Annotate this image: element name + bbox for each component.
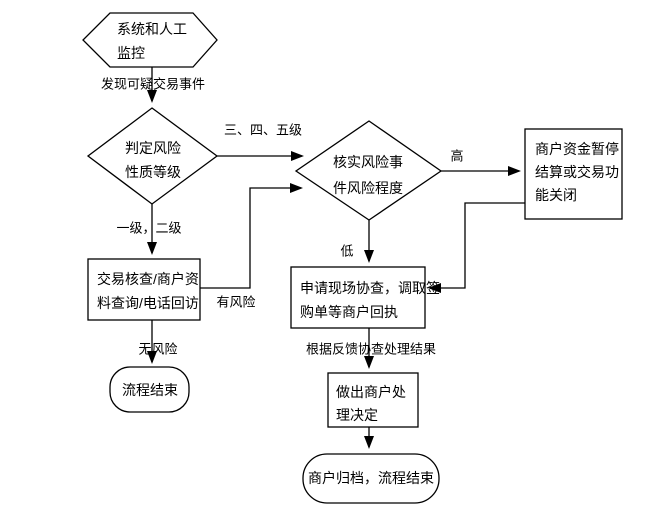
process-end-terminator: [109, 366, 190, 413]
edge-suspend-to-onsite: [428, 202, 525, 293]
low-edge-label: 低: [340, 243, 354, 259]
monitor-node-label: 系统和人工 监控: [117, 21, 187, 61]
risk-level-decision-diamond: [86, 107, 219, 205]
process-end-label: 流程结束: [122, 382, 178, 398]
merchant-decision-label: 做出商户处 理决定: [336, 384, 406, 423]
suspend-settlement-box: [524, 128, 623, 220]
no-risk-edge-label: 无风险: [138, 341, 178, 357]
risk-degree-decision-label: 核实风险事 件风险程度: [333, 154, 403, 196]
onsite-investigation-box: [290, 266, 426, 329]
suspend-settlement-label: 商户资金暂停 结算或交易功 能关闭: [535, 141, 619, 203]
high-edge-label: 高: [450, 148, 464, 164]
feedback-result-edge-label: 根据反馈协查处理结果: [305, 341, 437, 357]
level-345-edge-label: 三、四、五级: [223, 122, 303, 138]
transaction-check-label: 交易核查/商户资 料查询/电话回访: [97, 271, 199, 311]
risk-degree-decision-diamond: [294, 120, 443, 221]
found-suspicious-edge-label: 发现可疑交易事件: [100, 76, 206, 92]
archive-end-label: 商户归档，流程结束: [308, 470, 434, 486]
archive-end-terminator: [302, 453, 440, 504]
merchant-decision-box: [327, 372, 419, 428]
onsite-investigation-label: 申请现场协查，调取签 购单等商户回执: [300, 280, 440, 320]
transaction-check-box: [87, 258, 201, 321]
level-12-edge-label: 一级，二级: [116, 220, 182, 236]
risk-level-decision-label: 判定风险 性质等级: [125, 140, 181, 180]
monitor-hexagon: [82, 12, 218, 68]
edge-check-to-degree: [200, 183, 303, 289]
has-risk-edge-label: 有风险: [216, 294, 256, 310]
